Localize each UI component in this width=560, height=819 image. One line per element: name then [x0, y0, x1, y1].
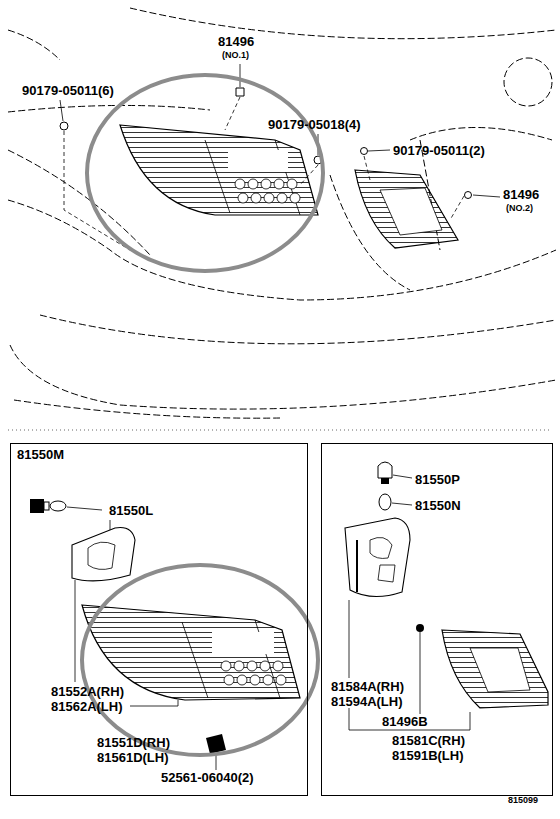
led	[237, 675, 247, 685]
led	[248, 179, 258, 189]
part-number: 81594A(LH)	[331, 695, 403, 708]
highlight-circle	[87, 75, 323, 271]
gasket	[345, 518, 410, 597]
led	[261, 179, 271, 189]
car-body	[8, 8, 556, 418]
gasket	[72, 528, 135, 581]
part-number: 81550N	[415, 499, 461, 512]
led	[260, 661, 270, 671]
part-number: 81496	[218, 35, 254, 48]
separator	[8, 430, 552, 431]
part-number: 81552A(RH)	[51, 685, 124, 698]
led	[224, 675, 234, 685]
part-number: 81591B(LH)	[392, 749, 464, 762]
clip	[416, 624, 424, 714]
part-number: 81496B	[382, 715, 428, 728]
bulb-socket	[30, 499, 102, 513]
parts-panel: 81550P 81550N 81584A(RH) 81594A(LH) 81496B 81…	[321, 443, 553, 796]
dashed-guide	[64, 97, 464, 250]
led	[263, 675, 273, 685]
part-number: 90179-05011(2)	[393, 144, 485, 157]
led	[238, 193, 248, 203]
bracket-line	[75, 520, 178, 706]
outer-lamp	[120, 125, 318, 215]
led	[287, 179, 297, 189]
bracket-line	[349, 600, 470, 730]
led	[221, 661, 231, 671]
part-number: 81581C(RH)	[392, 734, 465, 747]
led	[251, 193, 261, 203]
led	[277, 193, 287, 203]
inner-lamp	[355, 170, 458, 248]
led	[247, 661, 257, 671]
part-number: 81584A(RH)	[331, 680, 404, 693]
part-number: 81551D(RH)	[97, 736, 170, 749]
highlight-circle	[82, 565, 318, 755]
part-number: 81550L	[109, 504, 153, 517]
led	[264, 193, 274, 203]
part-number: 81562A(LH)	[51, 700, 123, 713]
part-number: 52561-06040(2)	[161, 771, 254, 784]
bulb-socket	[378, 462, 412, 510]
inner-lamp	[442, 630, 548, 708]
part-number: 81550M	[17, 448, 64, 461]
part-number: 90179-05018(4)	[268, 118, 361, 131]
part-number: 81496	[503, 188, 539, 201]
part-number: (NO.2)	[506, 204, 533, 213]
led	[273, 661, 283, 671]
led	[250, 675, 260, 685]
led	[235, 179, 245, 189]
leader-line	[60, 64, 500, 197]
led	[290, 193, 300, 203]
part-number: 90179-05011(6)	[22, 84, 114, 97]
led	[234, 661, 244, 671]
part-number: 81561D(LH)	[97, 751, 169, 764]
part-number: (NO.1)	[222, 51, 249, 60]
part-number: 81550P	[415, 473, 460, 486]
parts-panel: 81550M 81550L 81552A(RH) 81562A(LH) 81551D(R…	[10, 443, 308, 796]
part-number: 815099	[508, 796, 538, 805]
led	[274, 179, 284, 189]
led	[276, 675, 286, 685]
